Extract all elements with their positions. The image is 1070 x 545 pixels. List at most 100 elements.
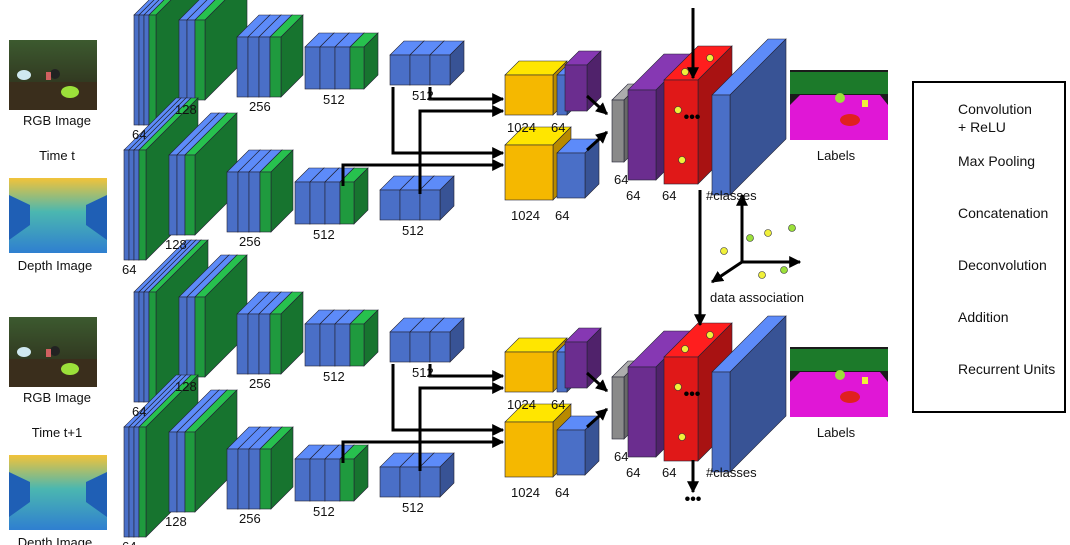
legend-label: Addition bbox=[958, 309, 1009, 325]
channel-label: 64 bbox=[555, 208, 569, 223]
association-dot bbox=[746, 234, 754, 242]
skip-arrow bbox=[391, 87, 505, 159]
label-map bbox=[790, 347, 888, 417]
legend-label: Max Pooling bbox=[958, 153, 1035, 169]
output-label: Labels bbox=[817, 425, 856, 440]
channel-label: 512 bbox=[323, 369, 345, 384]
data-association-label: data association bbox=[710, 290, 804, 305]
pool-layer bbox=[259, 426, 294, 510]
classes-label: #classes bbox=[706, 465, 757, 480]
channel-label: 64 bbox=[614, 172, 628, 187]
input-arrow bbox=[585, 130, 609, 152]
unit-dot bbox=[674, 383, 682, 391]
recurrent-units bbox=[663, 45, 733, 185]
ellipsis-dots: ••• bbox=[684, 386, 701, 403]
output-label: Labels bbox=[817, 148, 856, 163]
legend-label: Recurrent Units bbox=[958, 361, 1055, 377]
depth-image bbox=[9, 178, 107, 253]
channel-label: 512 bbox=[323, 92, 345, 107]
concat-block bbox=[504, 60, 568, 116]
legend-label: Concatenation bbox=[958, 205, 1048, 221]
channel-label: 512 bbox=[313, 227, 335, 242]
classes-label: #classes bbox=[706, 188, 757, 203]
legend-box bbox=[912, 81, 1066, 413]
channel-label: 256 bbox=[249, 99, 271, 114]
deconv-layer bbox=[564, 327, 602, 389]
conv-layer bbox=[429, 40, 465, 86]
legend-label: Deconvolution bbox=[958, 257, 1047, 273]
pool-layer bbox=[269, 14, 304, 98]
unit-dot bbox=[678, 156, 686, 164]
ellipsis-dots: ••• bbox=[684, 109, 701, 126]
channel-label: 64 bbox=[662, 465, 676, 480]
channel-label: 1024 bbox=[511, 208, 540, 223]
channel-label: 64 bbox=[551, 397, 565, 412]
channel-label: 1024 bbox=[507, 120, 536, 135]
time-label: Time t+1 bbox=[32, 425, 82, 440]
conv-layer bbox=[556, 138, 600, 199]
pool-layer bbox=[194, 254, 248, 378]
channel-label: 256 bbox=[239, 511, 261, 526]
unit-dot bbox=[681, 345, 689, 353]
data-association-axes bbox=[711, 193, 802, 284]
channel-label: 128 bbox=[175, 379, 197, 394]
association-dot bbox=[764, 229, 772, 237]
conv-layer bbox=[419, 175, 455, 221]
channel-label: 64 bbox=[132, 127, 146, 142]
input-arrow bbox=[585, 94, 609, 116]
legend-label-line2: + ReLU bbox=[958, 119, 1006, 135]
association-dot bbox=[758, 271, 766, 279]
channel-label: 512 bbox=[313, 504, 335, 519]
conv-layer bbox=[419, 452, 455, 498]
classes-layer bbox=[711, 38, 787, 196]
channel-label: 512 bbox=[402, 500, 424, 515]
channel-label: 512 bbox=[412, 88, 434, 103]
association-dot bbox=[720, 247, 728, 255]
channel-label: 64 bbox=[122, 262, 136, 277]
continuation-dots: ••• bbox=[685, 491, 702, 508]
deconv-layer bbox=[564, 50, 602, 112]
pool-layer bbox=[339, 444, 369, 502]
channel-label: 128 bbox=[165, 514, 187, 529]
label-map bbox=[790, 70, 888, 140]
skip-arrow bbox=[391, 364, 505, 436]
channel-label: 64 bbox=[555, 485, 569, 500]
input-arrow bbox=[585, 407, 609, 429]
unit-dot bbox=[706, 331, 714, 339]
depth-label: Depth Image bbox=[18, 535, 92, 545]
channel-label: 64 bbox=[122, 539, 136, 545]
skip-arrow bbox=[428, 87, 505, 105]
recurrent-units bbox=[663, 322, 733, 462]
pool-layer bbox=[349, 309, 379, 367]
rgb-label: RGB Image bbox=[23, 390, 91, 405]
conv-layer bbox=[429, 317, 465, 363]
pool-layer bbox=[349, 32, 379, 90]
skip-arrow bbox=[341, 436, 505, 463]
channel-label: 64 bbox=[551, 120, 565, 135]
association-dot bbox=[780, 266, 788, 274]
skip-arrow bbox=[428, 364, 505, 382]
depth-image bbox=[9, 455, 107, 530]
classes-layer bbox=[711, 315, 787, 473]
rgb-image bbox=[9, 317, 97, 387]
channel-label: 64 bbox=[626, 465, 640, 480]
unit-dot bbox=[681, 68, 689, 76]
channel-label: 64 bbox=[626, 188, 640, 203]
channel-label: 1024 bbox=[507, 397, 536, 412]
skip-arrow bbox=[341, 159, 505, 186]
channel-label: 512 bbox=[402, 223, 424, 238]
rgb-image bbox=[9, 40, 97, 110]
pool-layer bbox=[259, 149, 294, 233]
channel-label: 64 bbox=[614, 449, 628, 464]
legend-label: Convolution bbox=[958, 101, 1032, 117]
channel-label: 128 bbox=[175, 102, 197, 117]
channel-label: 64 bbox=[132, 404, 146, 419]
channel-label: 512 bbox=[412, 365, 434, 380]
channel-label: 128 bbox=[165, 237, 187, 252]
channel-label: 256 bbox=[249, 376, 271, 391]
time-label: Time t bbox=[39, 148, 75, 163]
channel-label: 256 bbox=[239, 234, 261, 249]
pool-layer bbox=[184, 112, 238, 236]
association-dot bbox=[788, 224, 796, 232]
